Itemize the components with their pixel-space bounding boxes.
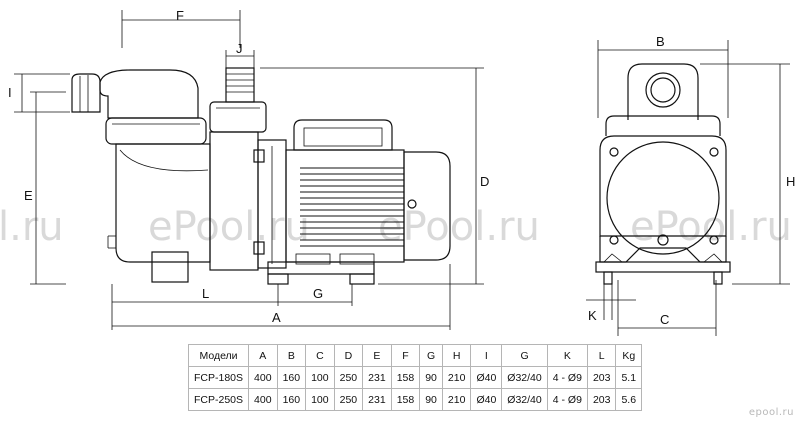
front-view-dimensions (586, 40, 790, 336)
table-cell: 4 - Ø9 (546, 366, 588, 389)
table-header-cell: B (276, 344, 307, 367)
pump-side-view (71, 67, 451, 285)
table-cell: 250 (333, 366, 364, 389)
side-view-dimensions (14, 10, 484, 330)
dimension-label-f: F (176, 8, 184, 23)
table-cell: Ø32/40 (501, 388, 548, 411)
table-cell: 203 (586, 366, 617, 389)
table-header-cell: D (333, 344, 364, 367)
table-header-cell: I (470, 344, 503, 367)
table-cell: 5.1 (615, 366, 643, 389)
table-header-cell: E (362, 344, 392, 367)
table-cell: FCP-180S (187, 366, 250, 389)
table-cell: FCP-250S (187, 388, 250, 411)
table-cell: Ø40 (470, 366, 503, 389)
table-cell: 158 (390, 388, 421, 411)
table-cell: 158 (390, 366, 421, 389)
dimension-label-e: E (24, 188, 33, 203)
table-cell: 210 (441, 366, 472, 389)
dimension-label-g: G (313, 286, 323, 301)
table-cell: 5.6 (615, 388, 643, 411)
specification-table: Модели A B C D E F G H I G K L Kg FCP-18… (187, 344, 643, 411)
watermark: ePool.ru (148, 204, 310, 250)
dimension-label-h: H (786, 174, 795, 189)
dimension-label-c: C (660, 312, 669, 327)
table-cell: 250 (333, 388, 364, 411)
table-header-cell: L (586, 344, 617, 367)
brand-watermark: epool.ru (748, 407, 794, 418)
dimension-label-k: K (588, 308, 597, 323)
table-cell: 400 (248, 366, 278, 389)
dimension-label-l: L (202, 286, 209, 301)
table-cell: 203 (586, 388, 617, 411)
side-view-labels: F J I E D L G A (8, 8, 489, 325)
watermark: l.ru (0, 204, 64, 250)
table-cell: 160 (276, 366, 307, 389)
table-header-cell: H (441, 344, 472, 367)
dimension-label-d: D (480, 174, 489, 189)
watermark: ePool.ru (378, 204, 540, 250)
table-header-cell: K (546, 344, 588, 367)
table-header-cell: A (248, 344, 278, 367)
table-cell: 100 (305, 366, 335, 389)
table-cell: 400 (248, 388, 278, 411)
table-cell: 90 (419, 388, 443, 411)
table-cell: 231 (362, 366, 392, 389)
table-header-cell: Kg (615, 344, 643, 367)
table-cell: Ø40 (470, 388, 503, 411)
front-view-labels: B H K C (588, 34, 795, 327)
table-cell: 160 (276, 388, 307, 411)
motor-fins (300, 167, 404, 247)
table-header-cell: G (419, 344, 443, 367)
dimension-label-b: B (656, 34, 665, 49)
watermark-group: l.ru ePool.ru ePool.ru ePool.ru (0, 204, 792, 250)
pump-dimension-drawing: l.ru ePool.ru ePool.ru ePool.ru (0, 8, 795, 336)
table-row: FCP-180S 400 160 100 250 231 158 90 210 … (187, 366, 643, 389)
dimension-label-a: A (272, 310, 281, 325)
table-header-cell: Модели (187, 344, 250, 367)
pump-front-view (595, 63, 731, 285)
table-cell: 231 (362, 388, 392, 411)
table-header-cell: G (501, 344, 548, 367)
table-header-cell: F (390, 344, 421, 367)
dimension-label-j: J (236, 41, 243, 56)
table-header-row: Модели A B C D E F G H I G K L Kg (187, 344, 643, 367)
table-cell: Ø32/40 (501, 366, 548, 389)
dimension-label-i: I (8, 85, 12, 100)
table-header-cell: C (305, 344, 335, 367)
table-cell: 4 - Ø9 (546, 388, 588, 411)
table-cell: 100 (305, 388, 335, 411)
table-cell: 90 (419, 366, 443, 389)
table-row: FCP-250S 400 160 100 250 231 158 90 210 … (187, 388, 643, 411)
table-cell: 210 (441, 388, 472, 411)
